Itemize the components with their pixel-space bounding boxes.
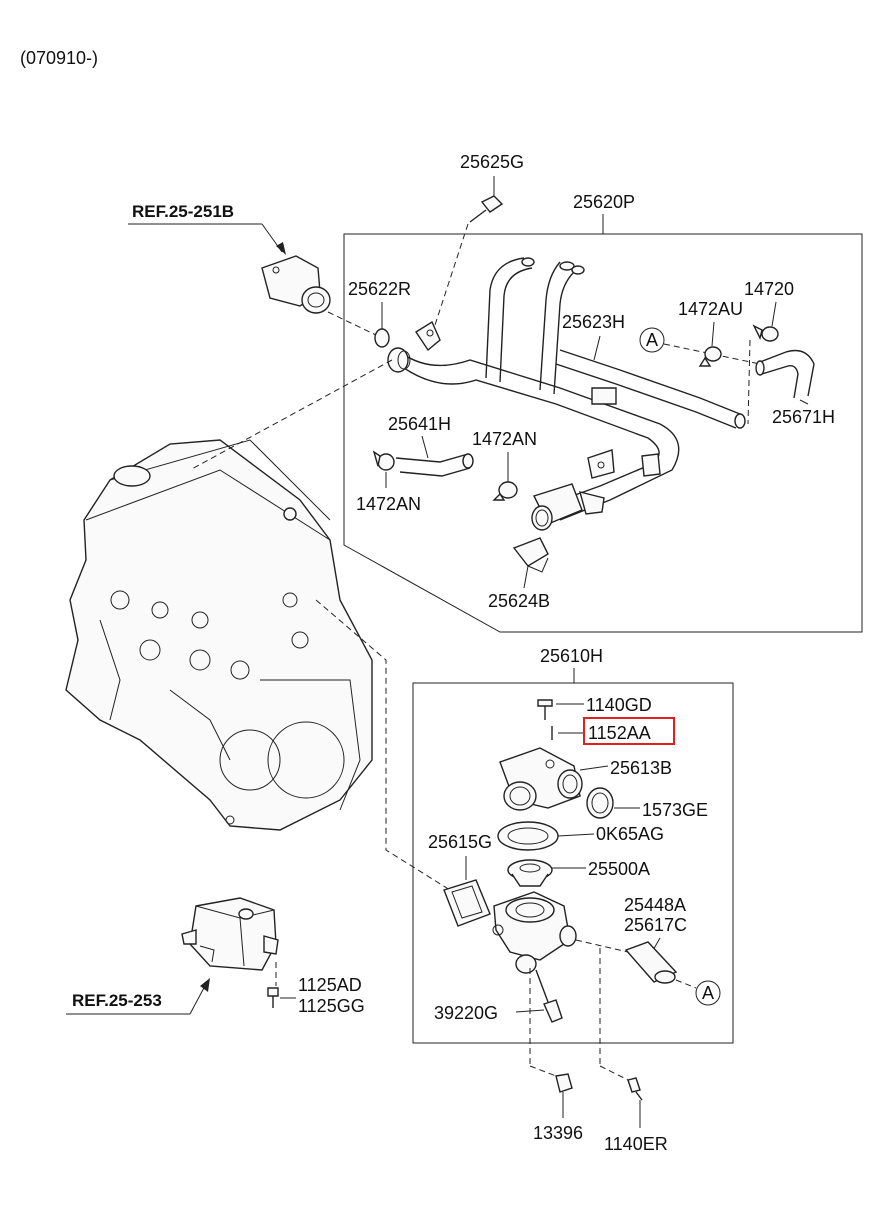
sensor-39220G [535, 969, 563, 1023]
leader-25624B [523, 565, 529, 589]
marker-a-bottom-text: A [702, 983, 714, 1003]
leader-25641H [421, 435, 429, 459]
label-39220G[interactable]: 39220G [434, 1003, 498, 1023]
label-25610H[interactable]: 25610H [540, 646, 603, 666]
thermostat-25500A [507, 859, 553, 887]
water-pipe-assembly-frame [343, 233, 863, 633]
label-25500A[interactable]: 25500A [588, 859, 650, 879]
ref-label-bottom[interactable]: REF.25-253 [72, 991, 162, 1010]
leader-hose-to-a [675, 979, 697, 989]
label-1472AN-right[interactable]: 1472AN [472, 429, 537, 449]
hose-25448A [624, 941, 678, 984]
label-25623H[interactable]: 25623H [562, 312, 625, 332]
leader-25623H [593, 335, 601, 361]
engine-block [65, 439, 373, 831]
label-1573GE[interactable]: 1573GE [642, 800, 708, 820]
leader-body-to-nut-2 [529, 1065, 557, 1077]
clamp-1472AN-left [372, 450, 395, 471]
gasket-25615G-inner [451, 885, 483, 919]
label-25615G[interactable]: 25615G [428, 832, 492, 852]
hose-25641H [395, 453, 474, 477]
marker-a-top-text: A [646, 330, 658, 350]
hose-25623H [555, 349, 746, 429]
label-25622R[interactable]: 25622R [348, 279, 411, 299]
leader-body-to-bolt-2 [599, 1065, 629, 1081]
gasket-0K65AG-inner [507, 827, 549, 845]
label-1472AN-left[interactable]: 1472AN [356, 494, 421, 514]
marker-a-top [639, 327, 665, 353]
label-14720[interactable]: 14720 [744, 279, 794, 299]
label-1140GD[interactable]: 1140GD [586, 695, 652, 715]
nut-13396 [555, 1073, 573, 1093]
label-25613B[interactable]: 25613B [610, 758, 672, 778]
ring-1573GE-inner [591, 792, 609, 814]
hose-25671H [755, 349, 815, 399]
ring-1573GE [586, 787, 614, 819]
leader-14720 [771, 301, 777, 327]
water-outlet-body [492, 891, 577, 974]
leader-25671H [799, 399, 809, 405]
marker-a-bottom [695, 980, 721, 1006]
leader-housing [327, 311, 379, 337]
clamp-1472AU [698, 346, 722, 367]
date-code: (070910-) [20, 48, 98, 68]
label-1472AU[interactable]: 1472AU [678, 299, 743, 319]
label-25641H[interactable]: 25641H [388, 414, 451, 434]
leader-bolt-to-pipe [433, 223, 469, 329]
gasket-0K65AG [497, 821, 559, 851]
leader-1472AU [711, 321, 715, 347]
label-1125AD[interactable]: 1125AD [298, 975, 362, 995]
clamp-1472AN-right [492, 481, 518, 501]
water-pipe-25620P [387, 257, 680, 531]
bolt-1140ER [627, 1077, 643, 1101]
leader-a-top [663, 343, 761, 365]
label-1152AA[interactable]: 1152AA [588, 723, 651, 743]
label-0K65AG[interactable]: 0K65AG [596, 824, 664, 844]
coolant-reservoir [181, 897, 279, 971]
leader-25613B [579, 765, 609, 771]
bracket-25624B [512, 537, 549, 573]
leader-outlet-to-hose [575, 939, 629, 953]
clamp-14720 [752, 324, 779, 342]
label-25448A[interactable]: 25448A [624, 895, 686, 915]
label-25620P[interactable]: 25620P [573, 192, 635, 212]
label-1125GG[interactable]: 1125GG [298, 996, 365, 1016]
leader-14720-dash [747, 339, 751, 425]
label-25624B[interactable]: 25624B [488, 591, 550, 611]
ref-arrow-bottom [200, 978, 210, 992]
leader-0K65AG [557, 833, 595, 837]
ref-housing-fitting [261, 255, 331, 314]
thermostat-assembly-frame [412, 682, 734, 1044]
label-25625G[interactable]: 25625G [460, 152, 524, 172]
label-25617C[interactable]: 25617C [624, 915, 687, 935]
label-13396[interactable]: 13396 [533, 1123, 583, 1143]
bolt-1140GD [537, 699, 553, 720]
gasket-25615G [443, 879, 491, 927]
label-1140ER[interactable]: 1140ER [604, 1134, 668, 1154]
o-ring-25622R [374, 328, 390, 348]
label-25671H[interactable]: 25671H [772, 407, 835, 427]
ref-leader-bottom [189, 983, 207, 1015]
bolt-1125AD [267, 987, 279, 1008]
leader-pipe-to-engine [189, 359, 393, 471]
ref-arrow-top [276, 242, 286, 255]
highlight-1152AA [583, 717, 675, 745]
bolt-25625G [469, 195, 504, 223]
ref-label-top[interactable]: REF.25-251B [132, 202, 234, 221]
housing-25613B [499, 747, 583, 811]
